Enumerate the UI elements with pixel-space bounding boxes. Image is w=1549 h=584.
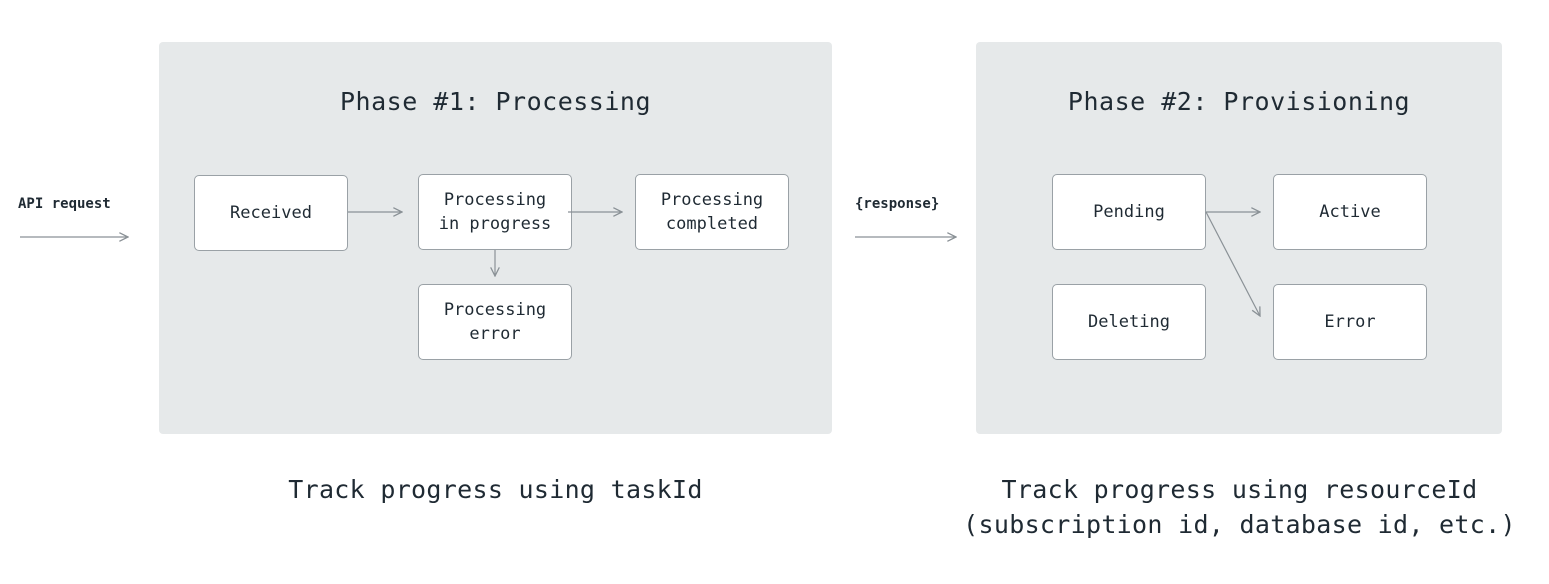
node-pending: Pending — [1052, 174, 1206, 250]
node-processing-completed: Processing completed — [635, 174, 789, 250]
node-error: Error — [1273, 284, 1427, 360]
node-deleting: Deleting — [1052, 284, 1206, 360]
node-processing-error: Processing error — [418, 284, 572, 360]
phase-2-caption-line-2: (subscription id, database id, etc.) — [963, 510, 1516, 539]
phase-2-caption-line-1: Track progress using resourceId — [1001, 475, 1478, 504]
phase-1-caption: Track progress using taskId — [288, 475, 703, 504]
node-active: Active — [1273, 174, 1427, 250]
response-label: {response} — [855, 196, 940, 212]
api-request-label: API request — [18, 196, 111, 212]
phase-2-title: Phase #2: Provisioning — [1067, 87, 1411, 116]
node-received: Received — [194, 175, 348, 251]
node-processing-in-progress: Processing in progress — [418, 174, 572, 250]
phase-1-title: Phase #1: Processing — [339, 87, 652, 116]
